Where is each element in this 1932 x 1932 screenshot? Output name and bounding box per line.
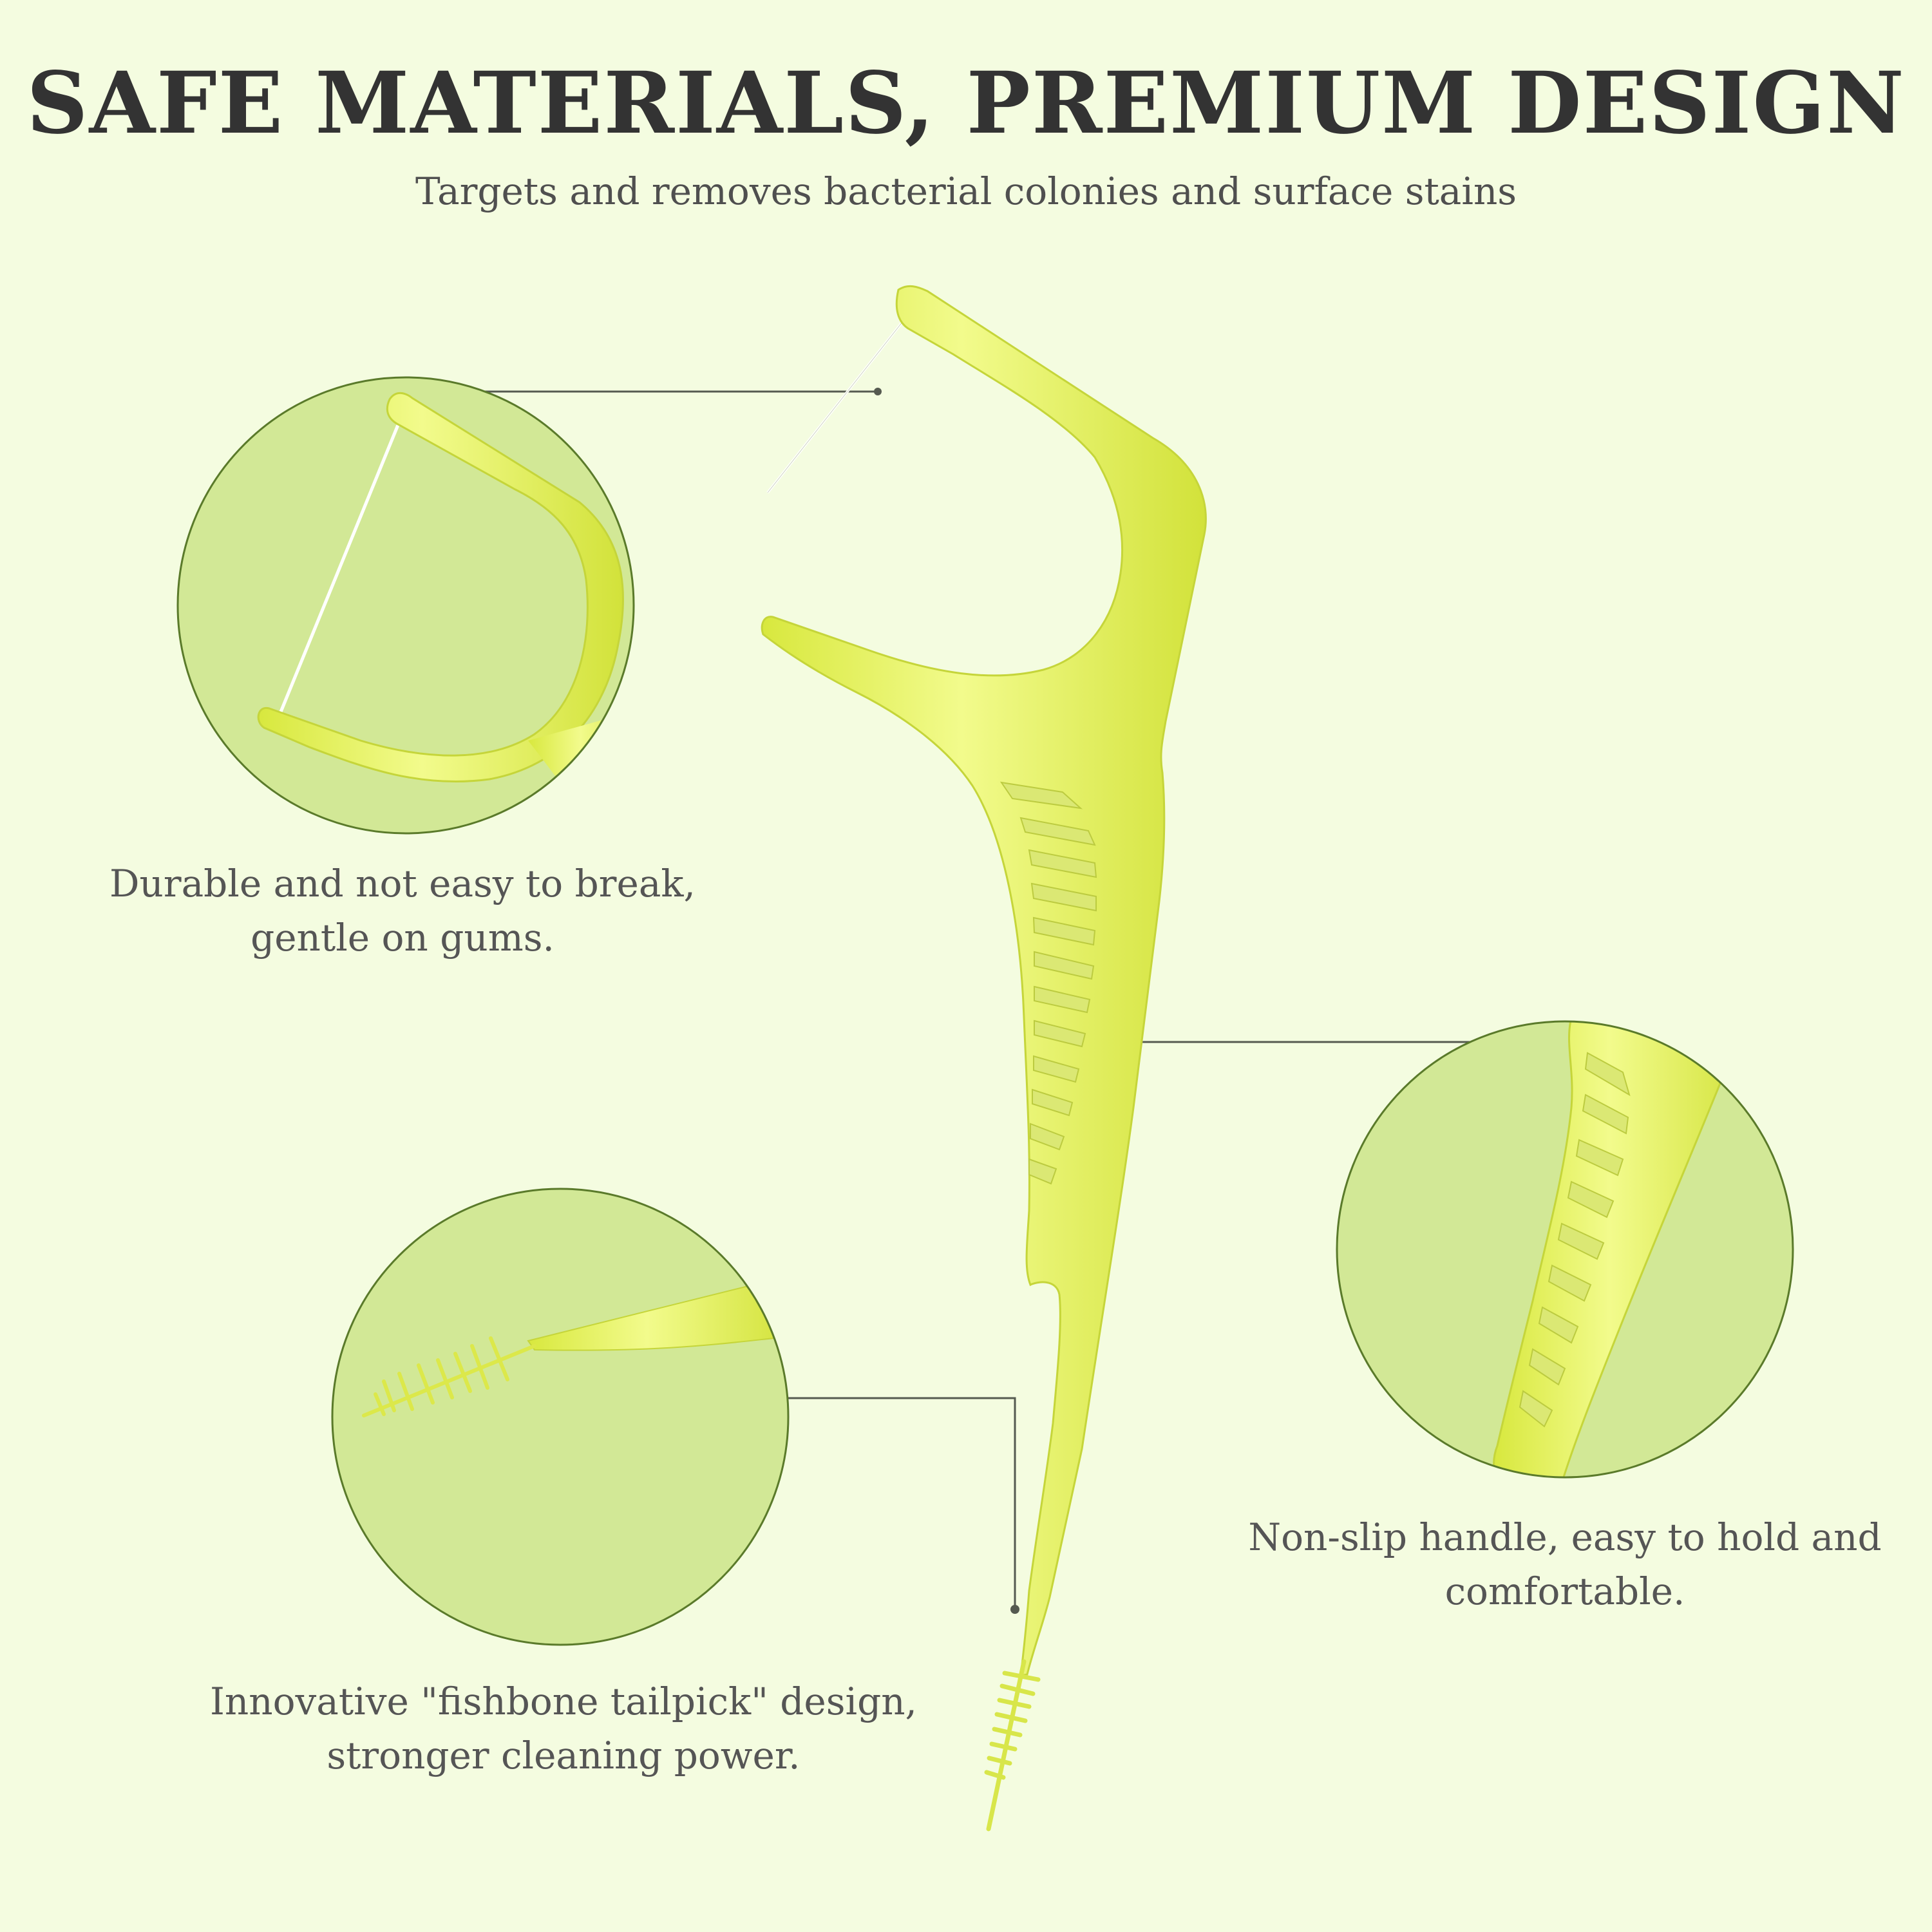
callout-text-line: stronger cleaning power. xyxy=(327,1734,800,1777)
page-subtitle: Targets and removes bacterial colonies a… xyxy=(415,169,1517,213)
callout-text-line: comfortable. xyxy=(1444,1569,1685,1613)
callout-text-line: Innovative "fishbone tailpick" design, xyxy=(209,1680,917,1723)
callout-text-line: Non-slip handle, easy to hold and xyxy=(1248,1515,1882,1559)
floss-pick-main xyxy=(761,285,1207,1832)
page-title: SAFE MATERIALS, PREMIUM DESIGN xyxy=(26,53,1906,153)
callout-text-line: Durable and not easy to break, xyxy=(109,862,696,905)
callout-handle: Non-slip handle, easy to hold and comfor… xyxy=(1224,1510,1906,1618)
detail-circle-handle xyxy=(1336,1020,1794,1479)
callout-tailpick: Innovative "fishbone tailpick" design, s… xyxy=(187,1674,940,1783)
callout-text-line: gentle on gums. xyxy=(251,916,554,960)
detail-circle-tailpick xyxy=(331,1188,790,1646)
detail-circle-floss-head xyxy=(176,376,635,835)
callout-floss-head: Durable and not easy to break, gentle on… xyxy=(97,857,708,965)
